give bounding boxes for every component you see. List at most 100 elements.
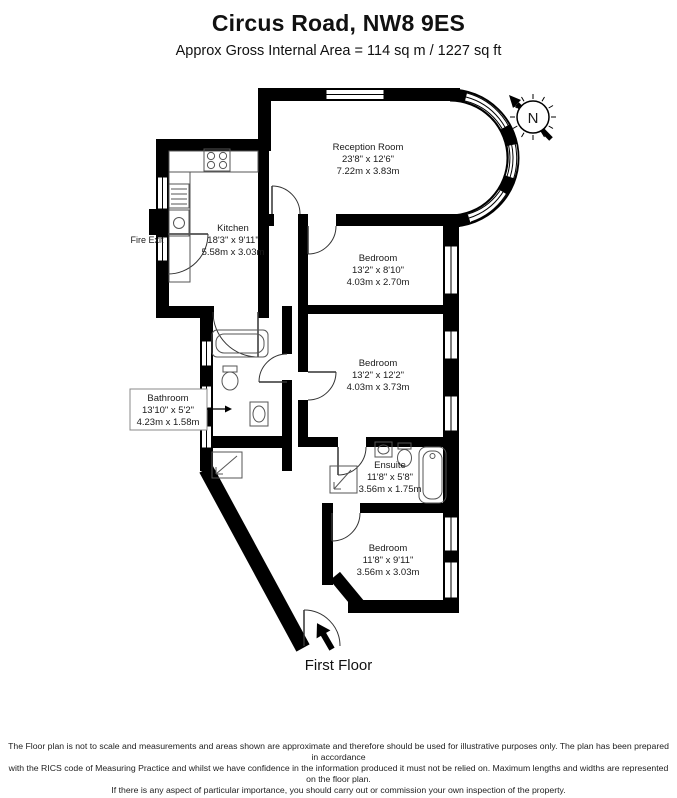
fire-exit-door [149, 209, 169, 235]
door-bedroom3 [331, 512, 361, 542]
svg-text:Bedroom: Bedroom [359, 358, 398, 369]
ensuite-fixtures [329, 441, 447, 504]
door-entrance [303, 609, 341, 647]
wall-step-upper [156, 139, 270, 151]
floor-plan-drawing: N Reception Room 23'8" x 12'6" 7.22m x 3… [129, 88, 556, 652]
svg-text:Bathroom: Bathroom [147, 393, 188, 404]
svg-text:11'8" x 5'8": 11'8" x 5'8" [367, 472, 413, 483]
svg-text:4.03m x 3.73m: 4.03m x 3.73m [347, 382, 410, 393]
door-fire-exit-swing [167, 233, 209, 275]
wall-reception-bottom-a [269, 214, 274, 226]
bathroom-fixtures [211, 329, 269, 479]
wall-bathroom-right-a [282, 306, 292, 354]
svg-text:3.56m x 1.75m: 3.56m x 1.75m [359, 484, 422, 495]
svg-text:Bedroom: Bedroom [369, 543, 408, 554]
window-bathroom-1 [201, 340, 212, 367]
page-title: Circus Road, NW8 9ES [211, 10, 466, 36]
window-kitchen-2 [157, 236, 168, 262]
toilet-icon [221, 365, 239, 391]
room-label-bedroom1: Bedroom 13'2" x 8'10" 4.03m x 2.70m [347, 253, 410, 288]
svg-text:18'3" x 9'11": 18'3" x 9'11" [207, 235, 258, 246]
bathtub-inner [215, 333, 265, 354]
svg-text:4.03m x 2.70m: 4.03m x 2.70m [347, 277, 410, 288]
svg-text:13'2" x 8'10": 13'2" x 8'10" [352, 265, 404, 276]
wall-step-lower [156, 306, 214, 318]
bay-window [449, 88, 520, 228]
wall-bed3-left [322, 503, 333, 585]
bathroom-label-box [129, 388, 208, 431]
svg-text:Reception Room: Reception Room [333, 142, 404, 153]
ensuite-toilet-icon [397, 442, 412, 467]
disclaimer-line-2: with the RICS code of Measuring Practice… [8, 763, 669, 784]
wall-bathroom-right-b [282, 380, 292, 471]
svg-text:Ensuite: Ensuite [374, 460, 406, 471]
svg-text:23'8" x 12'6": 23'8" x 12'6" [342, 154, 394, 165]
bathtub-icon [211, 329, 269, 358]
window-bedroom2-b [444, 395, 458, 432]
wall-ensuite-bed3-b [360, 503, 443, 513]
wall-kitchen-right [258, 145, 269, 318]
header: Circus Road, NW8 9ES Approx Gross Intern… [0, 10, 677, 59]
wall-bed2-ensuite-b [366, 437, 443, 447]
hob-icon [203, 148, 231, 172]
wall-reception-left [258, 88, 271, 151]
basin-icon [249, 401, 269, 427]
shower-cupboard-icon [329, 465, 358, 494]
svg-text:5.58m x 3.03m: 5.58m x 3.03m [202, 247, 265, 258]
window-bedroom3-a [444, 516, 458, 552]
cupboard-icon [211, 451, 243, 479]
copyright-line: Copyright © BleuPlan [0, 796, 677, 798]
wall-diagonal [199, 465, 310, 652]
room-label-bedroom2: Bedroom 13'2" x 12'2" 4.03m x 3.73m [347, 358, 410, 393]
doors [167, 185, 367, 647]
room-label-bedroom3: Bedroom 11'8" x 9'11" 3.56m x 3.03m [357, 543, 420, 578]
door-ensuite [337, 446, 367, 476]
svg-text:7.22m x 3.83m: 7.22m x 3.83m [337, 166, 400, 177]
wall-bathroom-bottom [206, 436, 284, 448]
interior-walls [206, 145, 444, 585]
ensuite-basin-icon [374, 441, 393, 458]
door-bedroom1 [307, 225, 337, 255]
wall-hall-upper [298, 214, 308, 372]
svg-text:13'2" x 12'2": 13'2" x 12'2" [352, 370, 404, 381]
window-bedroom2-a [444, 330, 458, 360]
wall-bed1-bed2 [308, 305, 443, 314]
room-label-kitchen: Kitchen 18'3" x 9'11" 5.58m x 3.03m [202, 223, 265, 258]
window-bedroom1 [444, 245, 458, 295]
svg-text:Bedroom: Bedroom [359, 253, 398, 264]
svg-text:4.23m x 1.58m: 4.23m x 1.58m [137, 417, 200, 428]
room-label-ensuite: Ensuite 11'8" x 5'8" 3.56m x 1.75m [359, 460, 422, 495]
bathroom-leader-arrow-icon [225, 405, 232, 413]
kitchen-fixtures [168, 148, 259, 283]
fire-exit-label: Fire Exit [130, 235, 164, 245]
area-subtitle: Approx Gross Internal Area = 114 sq m / … [175, 43, 502, 59]
disclaimer: The Floor plan is not to scale and measu… [0, 741, 677, 798]
window-bedroom3-b [444, 561, 458, 599]
door-reception [271, 185, 301, 215]
room-label-bathroom: Bathroom 13'10" x 5'2" 4.23m x 1.58m [129, 388, 232, 431]
window-top [325, 89, 385, 100]
door-bathroom [258, 353, 288, 383]
compass-north-label: N [528, 110, 539, 127]
compass: N [509, 94, 556, 141]
disclaimer-line-1: The Floor plan is not to scale and measu… [8, 741, 669, 762]
room-label-reception: Reception Room 23'8" x 12'6" 7.22m x 3.8… [333, 142, 404, 177]
kitchen-sink-icon [168, 183, 190, 237]
door-bedroom2 [307, 371, 337, 401]
entry-arrow-icon [316, 623, 335, 651]
kitchen-counter-top [168, 150, 259, 173]
svg-text:11'8" x 9'11": 11'8" x 9'11" [363, 555, 414, 566]
wall-reception-bottom-c [336, 214, 444, 226]
compass-circle [516, 100, 550, 134]
compass-ticks [510, 94, 556, 140]
svg-text:3.56m x 3.03m: 3.56m x 3.03m [357, 567, 420, 578]
north-arrow-head [509, 95, 521, 108]
wall-bottom [348, 600, 459, 613]
disclaimer-line-3: If there is any aspect of particular imp… [111, 785, 566, 795]
wall-hall-lower [298, 400, 308, 447]
svg-text:13'10" x 5'2": 13'10" x 5'2" [142, 405, 194, 416]
wall-bed2-ensuite-a [298, 437, 338, 447]
window-kitchen-1 [157, 176, 168, 210]
svg-text:Kitchen: Kitchen [217, 223, 249, 234]
